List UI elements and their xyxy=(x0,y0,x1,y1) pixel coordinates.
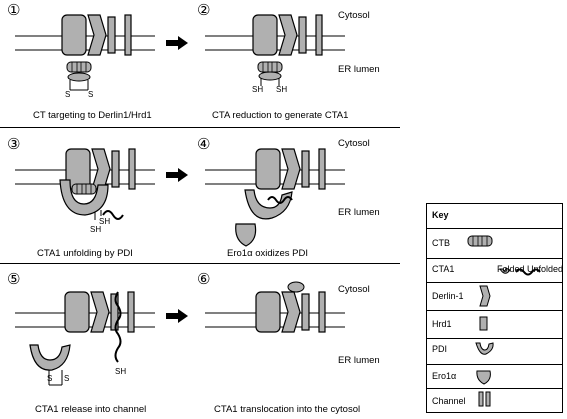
cytosol-label-2: Cytosol xyxy=(338,138,370,149)
cytosol-label-1: Cytosol xyxy=(338,10,370,21)
s-label-2: S xyxy=(88,90,94,99)
sh-label-2: SH xyxy=(276,85,288,94)
panel-2-diagram xyxy=(204,14,346,86)
key-label-ero1a: Ero1α xyxy=(432,371,457,381)
panel-6-diagram xyxy=(204,281,346,333)
arrow-3-to-4 xyxy=(166,168,188,182)
key-label-folded: Folded xyxy=(497,264,525,274)
key-icons xyxy=(467,235,541,407)
key-legend: Key CTB CTA1 Folded Unfolded Derlin-1 Hr… xyxy=(426,203,563,413)
key-title: Key xyxy=(432,210,449,220)
separator-1 xyxy=(0,127,400,128)
key-label-channel: Channel xyxy=(432,396,466,406)
caption-panel-1: CT targeting to Derlin1/Hrd1 xyxy=(33,110,152,121)
step-number-6: ⑥ xyxy=(197,271,211,288)
separator-2 xyxy=(0,263,400,264)
key-label-ctb: CTB xyxy=(432,238,450,248)
caption-panel-5: CTA1 release into channel xyxy=(35,404,147,415)
arrow-5-to-6 xyxy=(166,309,188,323)
sh-label-4: SH xyxy=(99,217,111,226)
s-label-4: S xyxy=(64,374,70,383)
caption-panel-4: Ero1α oxidizes PDI xyxy=(227,248,308,259)
panel-3-diagram xyxy=(14,148,156,220)
key-row-channel: Channel xyxy=(427,388,562,413)
sh-label-5: SH xyxy=(115,367,127,376)
sh-label-1: SH xyxy=(252,85,264,94)
key-row-cta1: CTA1 Folded Unfolded xyxy=(427,258,564,289)
panel-5-diagram xyxy=(14,291,156,386)
step-number-3: ③ xyxy=(7,136,21,153)
step-number-1: ① xyxy=(7,2,21,19)
step-number-2: ② xyxy=(197,2,211,19)
er-lumen-label-2: ER lumen xyxy=(338,207,380,218)
key-row-hrd1: Hrd1 xyxy=(427,310,562,339)
panel-1-diagram xyxy=(14,14,156,91)
key-row-ctb: CTB xyxy=(427,228,562,259)
caption-panel-3: CTA1 unfolding by PDI xyxy=(37,248,133,259)
key-label-pdi: PDI xyxy=(432,344,448,354)
key-row-pdi: PDI xyxy=(427,338,562,365)
key-label-cta1: CTA1 xyxy=(432,264,455,274)
step-number-4: ④ xyxy=(197,136,211,153)
arrow-1-to-2 xyxy=(166,36,188,50)
key-row-derlin1: Derlin-1 xyxy=(427,282,562,311)
caption-panel-2: CTA reduction to generate CTA1 xyxy=(212,110,349,121)
key-row-ero1a: Ero1α xyxy=(427,364,562,389)
cytosol-label-3: Cytosol xyxy=(338,284,370,295)
step-number-5: ⑤ xyxy=(7,271,21,288)
panel-4-diagram xyxy=(204,148,346,247)
sh-label-3: SH xyxy=(90,225,102,234)
caption-panel-6: CTA1 translocation into the cytosol xyxy=(214,404,361,415)
key-label-hrd1: Hrd1 xyxy=(432,319,452,329)
key-label-derlin1: Derlin-1 xyxy=(432,291,464,301)
key-label-unfolded: Unfolded xyxy=(527,264,564,274)
s-label-1: S xyxy=(65,90,71,99)
er-lumen-label-3: ER lumen xyxy=(338,355,380,366)
s-label-3: S xyxy=(47,374,53,383)
er-lumen-label-1: ER lumen xyxy=(338,64,380,75)
